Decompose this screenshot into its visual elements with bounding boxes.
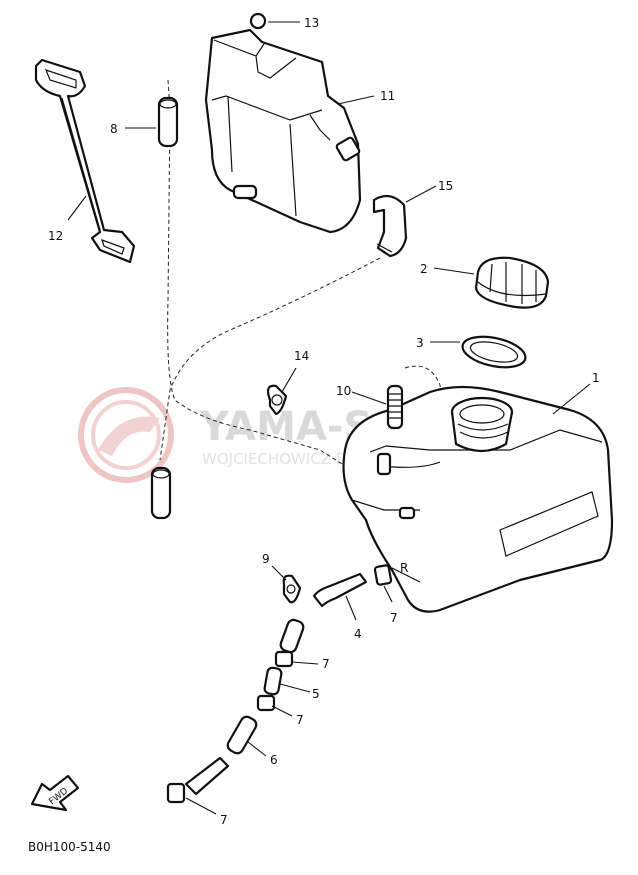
breather-hose-end	[150, 466, 172, 520]
callouts: 13 11 8 15 12 2 3 14 1 10 9 7 4 7 5 7 6 …	[48, 16, 600, 827]
callout-3: 3	[416, 336, 424, 350]
clip-14	[266, 384, 288, 416]
diagram-code: B0H100-5140	[28, 840, 111, 854]
fitting-7d	[166, 782, 186, 804]
callout-12: 12	[48, 229, 63, 243]
callout-7d: 7	[220, 813, 228, 827]
callout-14: 14	[294, 349, 309, 363]
overflow-route	[159, 257, 381, 461]
fitting-7a	[373, 564, 393, 586]
callout-6: 6	[270, 753, 278, 767]
fitting-7b	[274, 650, 294, 668]
callout-9: 9	[262, 552, 270, 566]
fuel-tank-1: R	[342, 385, 614, 613]
callout-1: 1	[592, 371, 600, 385]
reservoir-tank-11	[204, 28, 362, 234]
callout-5: 5	[312, 687, 320, 701]
callout-13: 13	[304, 16, 319, 30]
watermark-logo	[78, 387, 174, 483]
hose-8	[157, 96, 179, 148]
callout-4: 4	[354, 627, 362, 641]
hose-15	[372, 194, 408, 258]
callout-10: 10	[336, 384, 351, 398]
gasket-3	[461, 335, 527, 369]
callout-7b: 7	[322, 657, 330, 671]
fwd-arrow-icon: FWD	[30, 774, 80, 812]
callout-2: 2	[420, 262, 428, 276]
tank-mark: R	[400, 561, 408, 575]
hose-5	[263, 666, 283, 696]
hose-10	[386, 384, 404, 430]
leader-lines	[67, 21, 591, 815]
fitting-7c	[256, 694, 276, 712]
cap-13	[249, 12, 267, 30]
callout-8: 8	[110, 122, 118, 136]
callout-11: 11	[380, 89, 395, 103]
filler-cap-2	[474, 256, 550, 309]
callout-15: 15	[438, 179, 453, 193]
callout-7a: 7	[390, 611, 398, 625]
callout-7c: 7	[296, 713, 304, 727]
hose-6	[184, 715, 258, 796]
strap-12	[34, 58, 136, 264]
